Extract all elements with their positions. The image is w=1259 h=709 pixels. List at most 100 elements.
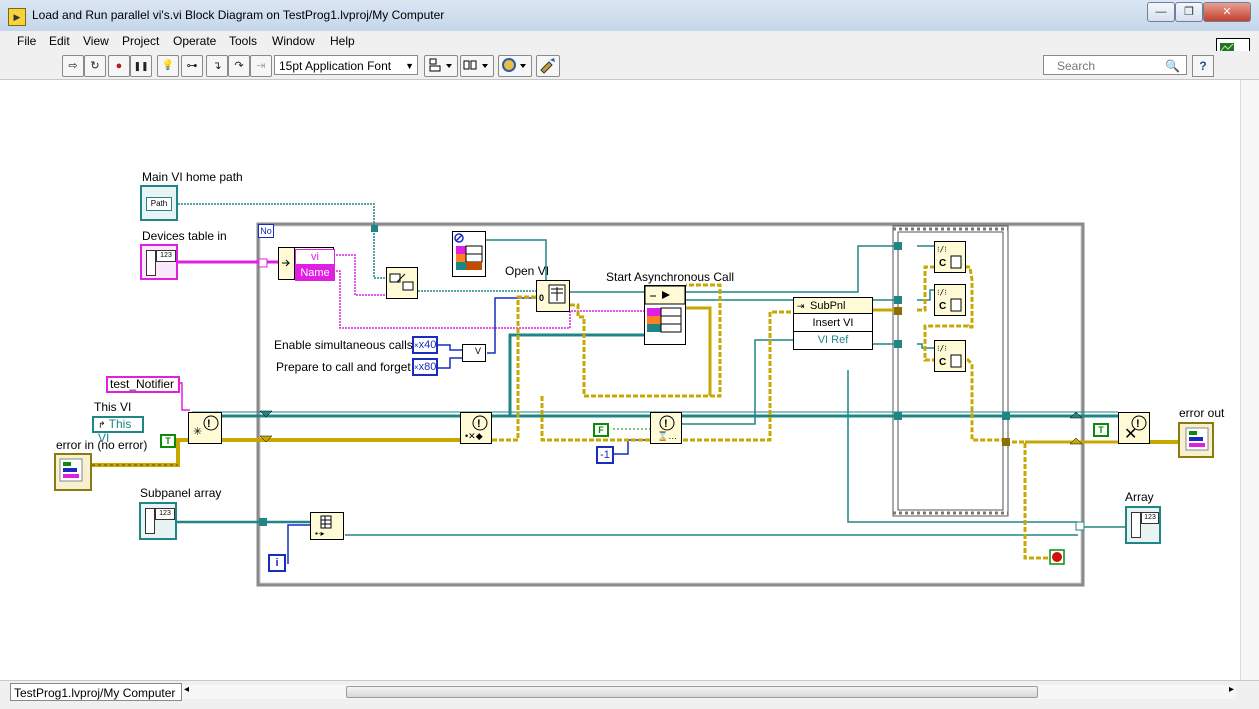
- start-async-label: Start Asynchronous Call: [606, 270, 735, 284]
- block-diagram-canvas[interactable]: i No Main VI home path Path Devices tabl…: [10, 80, 1240, 680]
- start-async-call-node[interactable]: [644, 285, 686, 345]
- send-notification-node[interactable]: !•✕◆: [460, 412, 492, 444]
- reorder-button[interactable]: [498, 55, 532, 77]
- step-over-icon[interactable]: ↷: [228, 55, 250, 77]
- menu-project[interactable]: Project: [122, 34, 160, 48]
- vi-reference-arrow-icon: ↱: [98, 420, 106, 430]
- true-constant-release[interactable]: T: [1093, 423, 1109, 437]
- false-constant[interactable]: F: [593, 423, 609, 437]
- array-index-icon: [1131, 512, 1141, 538]
- menu-window[interactable]: Window: [272, 34, 315, 48]
- release-notifier-node[interactable]: !✕: [1118, 412, 1150, 444]
- unbundle-by-name-node[interactable]: vi Name: [278, 247, 335, 281]
- menu-view[interactable]: View: [83, 34, 109, 48]
- or-function-symbol: V: [475, 346, 482, 356]
- hex80-constant[interactable]: ×x80: [412, 358, 438, 376]
- abort-icon[interactable]: ●: [108, 55, 130, 77]
- open-vi-node[interactable]: 0: [536, 280, 570, 312]
- subpanel-property-node[interactable]: ⇥ SubPnl Insert VI VI Ref: [793, 297, 873, 350]
- distribute-objects-button[interactable]: [460, 55, 494, 77]
- chevron-down-icon: ▼: [405, 61, 414, 71]
- highlight-execution-icon[interactable]: 💡: [157, 55, 179, 77]
- call-by-reference-node-1[interactable]: ⁝/⁝ C: [934, 241, 966, 273]
- close-button[interactable]: ✕: [1203, 2, 1251, 22]
- menu-file[interactable]: File: [17, 34, 37, 48]
- or-function-node[interactable]: V: [462, 344, 486, 362]
- main-vi-home-path-control[interactable]: Path: [140, 185, 178, 221]
- unbundle-name-element: Name: [295, 265, 335, 281]
- test-notifier-constant[interactable]: test_Notifier: [106, 376, 180, 393]
- subpanel-array-control[interactable]: 123: [139, 502, 177, 540]
- release-notifier-icon: !✕: [1124, 415, 1147, 443]
- array-index-icon: [146, 250, 156, 276]
- open-vi-label: Open VI: [505, 264, 550, 278]
- distribute-objects-icon: [463, 60, 488, 70]
- wait-on-notification-node[interactable]: !⌛…: [650, 412, 682, 444]
- step-out-icon[interactable]: ⇥: [250, 55, 272, 77]
- pause-icon[interactable]: ❚❚: [130, 55, 152, 77]
- loop-iteration-terminal[interactable]: i: [268, 554, 286, 572]
- hex-prefix-icon: ×: [414, 341, 419, 350]
- reorder-icon: [502, 58, 526, 72]
- application-instance-context[interactable]: TestProg1.lvproj/My Computer: [10, 683, 182, 701]
- menu-edit[interactable]: Edit: [49, 34, 70, 48]
- true-constant[interactable]: T: [160, 434, 176, 448]
- index-array-node[interactable]: ▪·▸: [310, 512, 344, 540]
- minus-one-constant[interactable]: -1: [596, 446, 614, 464]
- title-bar: ▶ Load and Run parallel vi's.vi Block Di…: [0, 0, 1259, 32]
- step-into-icon[interactable]: ↴: [206, 55, 228, 77]
- path-terminal-text: Path: [146, 197, 172, 211]
- svg-text:✕: ✕: [1124, 426, 1137, 443]
- open-vi-zero: 0: [539, 293, 545, 303]
- devices-table-in-control[interactable]: 123: [140, 244, 178, 280]
- error-in-label: error in (no error): [56, 438, 148, 452]
- svg-text:⁝/⁝: ⁝/⁝: [937, 288, 947, 297]
- this-vi-reference[interactable]: ↱ This VI: [92, 416, 144, 445]
- error-in-control[interactable]: [54, 453, 92, 491]
- menu-help[interactable]: Help: [330, 34, 355, 48]
- vertical-scrollbar[interactable]: [1240, 80, 1259, 680]
- array-indicator[interactable]: 123: [1125, 506, 1161, 544]
- call-label-c: C: [939, 301, 947, 312]
- unbundle-vi-element: vi: [295, 249, 335, 265]
- strict-vi-reference-constant[interactable]: [452, 231, 486, 277]
- window-title: Load and Run parallel vi's.vi Block Diag…: [32, 8, 445, 22]
- menu-operate[interactable]: Operate: [173, 34, 217, 48]
- error-out-label: error out: [1179, 406, 1225, 420]
- error-cluster-icon: [1185, 427, 1209, 451]
- font-select[interactable]: 15pt Application Font ▼: [274, 55, 418, 75]
- horizontal-scrollbar-thumb[interactable]: [346, 686, 1038, 698]
- run-continuously-icon[interactable]: ↻: [84, 55, 106, 77]
- svg-text:!: !: [207, 418, 211, 430]
- svg-text:!: !: [664, 418, 668, 430]
- subpanel-class-header: ⇥ SubPnl: [794, 298, 872, 314]
- hex-prefix-icon: ×: [414, 363, 419, 372]
- send-notification-icon: !•✕◆: [465, 415, 488, 441]
- cleanup-diagram-button[interactable]: [536, 55, 560, 77]
- align-objects-button[interactable]: [424, 55, 458, 77]
- scroll-right-icon[interactable]: ▸: [1228, 684, 1234, 695]
- context-help-button[interactable]: ?: [1192, 55, 1214, 77]
- search-input[interactable]: Search 🔍: [1043, 55, 1187, 75]
- vi-ref-parameter: VI Ref: [817, 334, 849, 346]
- retain-wire-values-icon[interactable]: ⊶: [181, 55, 203, 77]
- enable-simultaneous-calls-label: Enable simultaneous calls: [274, 338, 413, 352]
- horizontal-scrollbar[interactable]: ◂ ▸: [182, 684, 1236, 699]
- build-path-node[interactable]: [386, 267, 418, 299]
- subpanel-array-label: Subpanel array: [140, 486, 222, 500]
- menu-tools[interactable]: Tools: [229, 34, 258, 48]
- numeric-display: 123: [156, 250, 176, 262]
- menu-bar: File Edit View Project Operate Tools Win…: [0, 31, 1259, 51]
- hex40-constant[interactable]: ×x40: [412, 336, 438, 354]
- obtain-notifier-node[interactable]: !✳: [188, 412, 222, 444]
- scroll-left-icon[interactable]: ◂: [184, 684, 190, 695]
- minimize-button[interactable]: —: [1147, 2, 1175, 22]
- array-label: Array: [1125, 490, 1154, 504]
- svg-text:!: !: [477, 418, 481, 430]
- call-by-reference-node-3[interactable]: ⁝/⁝ C: [934, 340, 966, 372]
- call-by-reference-icon: ⁝/⁝: [937, 245, 962, 269]
- error-out-indicator[interactable]: [1178, 422, 1214, 458]
- run-arrow-icon[interactable]: ⇨: [62, 55, 84, 77]
- call-by-reference-node-2[interactable]: ⁝/⁝ C: [934, 284, 966, 316]
- restore-button[interactable]: ❐: [1175, 2, 1203, 22]
